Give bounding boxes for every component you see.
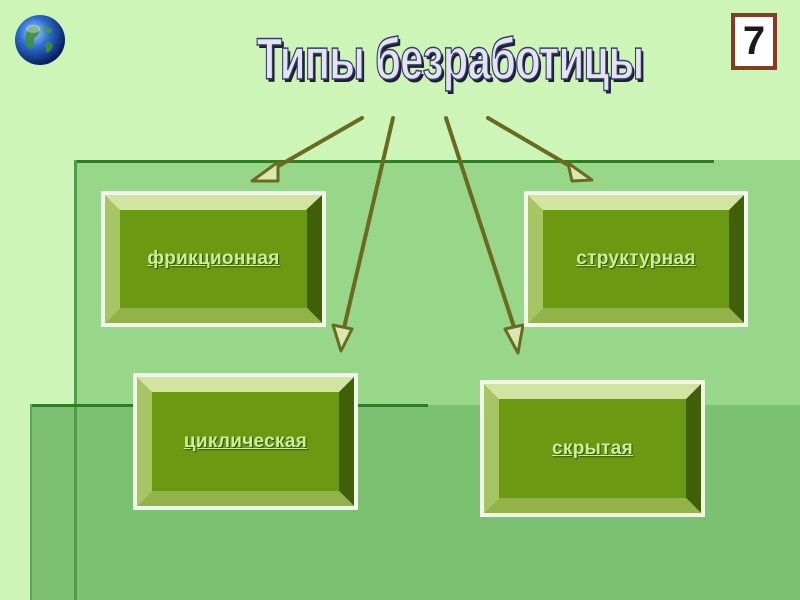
arrow-to-hidden (444, 116, 517, 332)
type-box-frictional: фрикционная (101, 191, 326, 327)
arrow-to-structural (486, 116, 582, 174)
arrowhead-structural (566, 161, 594, 183)
arrow-to-cyclical (342, 116, 395, 330)
type-label: фрикционная (147, 248, 280, 269)
arrowhead-frictional (250, 160, 280, 183)
box-face: циклическая (152, 392, 339, 491)
slide-number: 7 (731, 13, 777, 70)
box-bevel (105, 195, 322, 323)
arrowhead-cyclical (331, 323, 354, 353)
globe-icon (15, 15, 65, 65)
type-box-structural: структурная (524, 191, 748, 327)
decorative-line (30, 404, 32, 600)
box-face: скрытая (499, 399, 686, 498)
type-label: скрытая (552, 437, 633, 459)
arrow-to-frictional (266, 116, 364, 174)
type-label: циклическая (183, 430, 308, 452)
box-face: структурная (543, 210, 729, 308)
box-bevel (528, 195, 744, 323)
type-label: структурная (576, 248, 696, 269)
box-face: фрикционная (120, 210, 307, 308)
arrowhead-hidden (503, 323, 525, 355)
decorative-line (74, 160, 714, 163)
decorative-line (74, 160, 77, 600)
type-box-cyclical: циклическая (133, 373, 358, 510)
type-box-hidden: скрытая (480, 380, 705, 517)
box-bevel (137, 377, 354, 506)
box-bevel (484, 384, 701, 513)
